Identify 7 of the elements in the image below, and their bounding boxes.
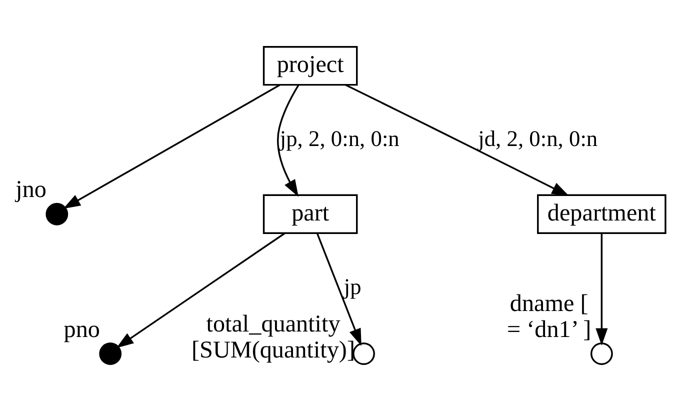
edge-label: jp, 2, 0:n, 0:n	[280, 125, 400, 150]
node-label: jno	[16, 176, 46, 203]
edge-label: jd, 2, 0:n, 0:n	[478, 125, 598, 150]
node-label: pno	[64, 315, 100, 342]
edge-label: jp	[344, 274, 362, 299]
node-label: dname [ = ‘dn1’ ]	[507, 290, 592, 342]
node-label: total_quantity [SUM(quantity)]	[192, 310, 356, 364]
